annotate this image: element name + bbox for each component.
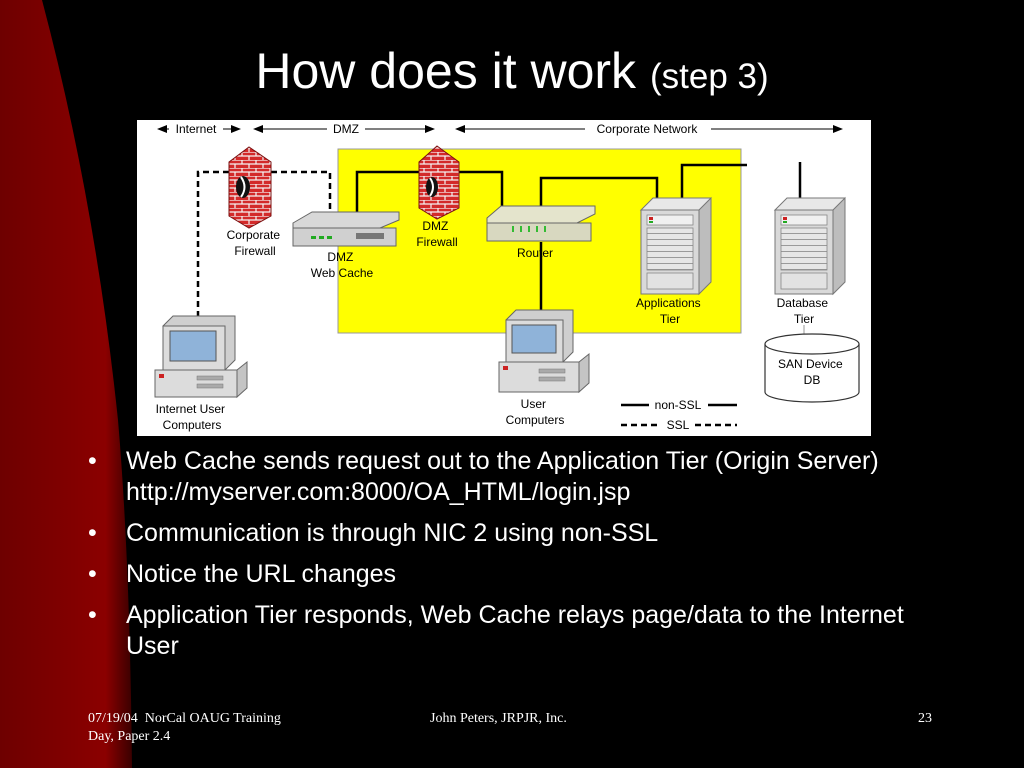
bullet-text: Application Tier responds, Web Cache rel…	[126, 601, 904, 660]
non-ssl-connections	[355, 162, 802, 312]
bullet-text: Communication is through NIC 2 using non…	[126, 519, 659, 547]
san-device-label: SAN Device DB	[778, 357, 846, 387]
bullet-glyph: •	[88, 601, 97, 629]
slide-title: How does it work (step 3)	[0, 42, 1024, 100]
bullet-item: • Notice the URL changes	[88, 559, 948, 590]
footer-event-cont: Day, Paper 2.4	[88, 729, 171, 744]
san-device-icon	[764, 333, 860, 403]
slide-title-step: (step 3)	[649, 57, 769, 96]
user-computers-label: User Computers	[506, 397, 565, 427]
bullet-item: • Communication is through NIC 2 using n…	[88, 518, 948, 549]
legend	[621, 403, 737, 427]
corporate-firewall-icon	[228, 146, 272, 229]
bullet-glyph: •	[88, 560, 97, 588]
internet-user-computers-label: Internet User Computers	[156, 402, 229, 432]
web-cache-icon	[292, 211, 400, 247]
router-label: Router	[517, 246, 553, 260]
database-server-icon	[773, 196, 846, 296]
applications-tier-label: Applications Tier	[636, 296, 704, 326]
bullet-item: • Web Cache sends request out to the App…	[88, 446, 948, 508]
dmz-firewall-icon	[418, 145, 460, 220]
footer-event: NorCal OAUG Training	[144, 711, 281, 726]
dmz-firewall-label: DMZ Firewall	[416, 219, 457, 249]
internet-user-computer-icon	[154, 315, 248, 399]
bullet-url: http://myserver.com:8000/OA_HTML/login.j…	[126, 478, 631, 506]
web-cache-label: DMZ Web Cache	[311, 250, 374, 280]
footer-date-event: 07/19/04 NorCal OAUG Training Day, Paper…	[88, 710, 348, 746]
footer-date: 07/19/04	[88, 711, 138, 726]
zone-label-internet: Internet	[176, 122, 217, 136]
bullet-text: Web Cache sends request out to the Appli…	[126, 447, 879, 475]
network-diagram: Internet DMZ Corporate Network Corporate…	[137, 120, 871, 436]
database-tier-label: Database Tier	[777, 296, 832, 326]
zone-label-dmz: DMZ	[333, 122, 359, 136]
bullet-glyph: •	[88, 447, 97, 475]
footer-author: John Peters, JRPJR, Inc.	[430, 711, 567, 726]
corporate-firewall-label: Corporate Firewall	[227, 228, 284, 258]
footer-page-number: 23	[918, 711, 932, 726]
bullet-list: • Web Cache sends request out to the App…	[88, 446, 948, 672]
applications-server-icon	[639, 196, 712, 296]
user-computer-icon	[498, 309, 590, 394]
bullet-glyph: •	[88, 519, 97, 547]
legend-ssl-label: SSL	[667, 418, 690, 432]
slide-title-main: How does it work	[255, 43, 637, 99]
ssl-connections	[196, 170, 332, 316]
legend-non-ssl-label: non-SSL	[655, 398, 702, 412]
router-icon	[486, 205, 596, 242]
bullet-text: Notice the URL changes	[126, 560, 397, 588]
bullet-item: • Application Tier responds, Web Cache r…	[88, 600, 948, 662]
zone-label-corporate: Corporate Network	[597, 122, 699, 136]
